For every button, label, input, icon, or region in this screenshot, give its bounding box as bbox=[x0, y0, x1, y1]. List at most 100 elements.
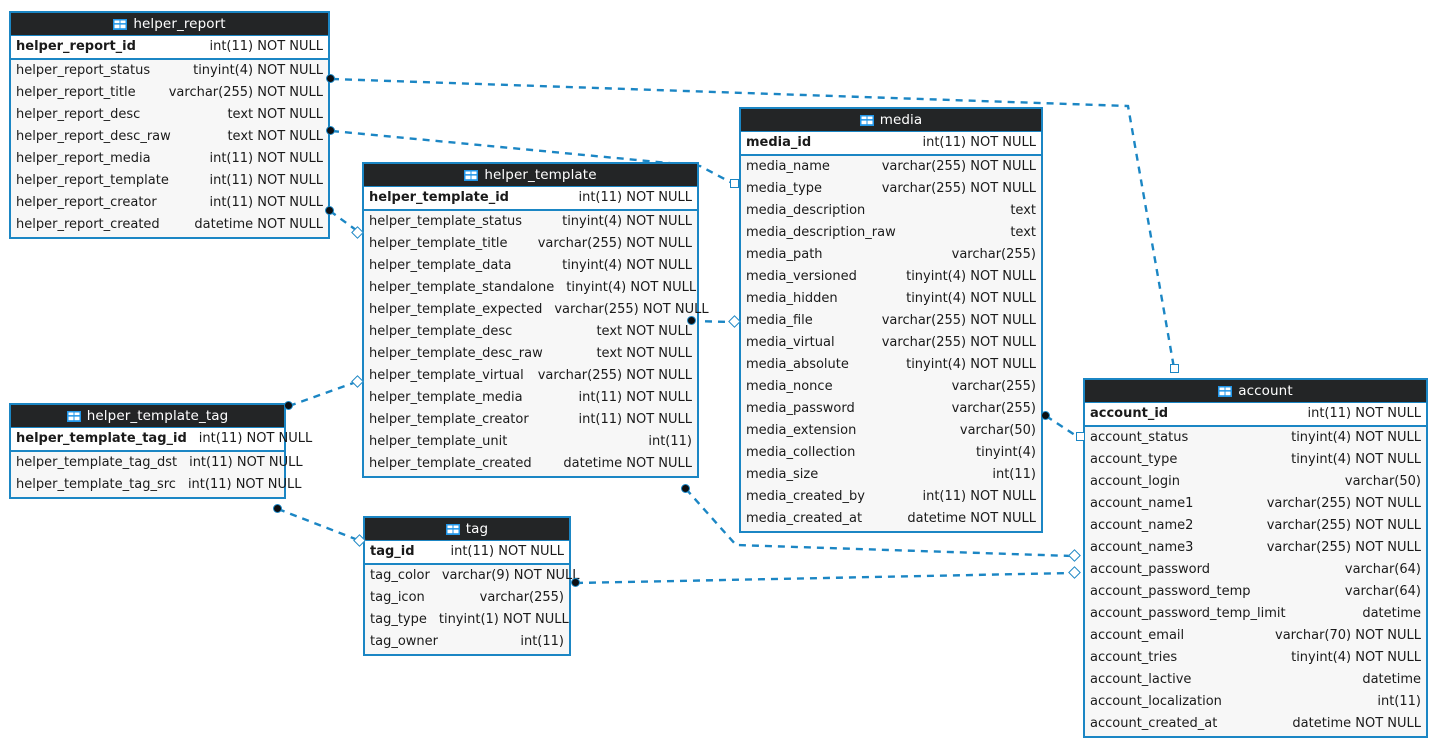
column-type: tinyint(4) NOT NULL bbox=[906, 269, 1036, 284]
column-type: tinyint(4) NOT NULL bbox=[566, 280, 697, 295]
column-name: account_created_at bbox=[1090, 716, 1218, 731]
rel-marker-dot-tpltag-bottom[interactable] bbox=[273, 504, 282, 513]
table-header-media[interactable]: media bbox=[741, 109, 1041, 131]
rel-marker-square-media-name[interactable] bbox=[730, 179, 739, 188]
table-header-helper_template_tag[interactable]: helper_template_tag bbox=[11, 405, 284, 427]
rel-marker-dot-template-expected[interactable] bbox=[687, 316, 696, 325]
column-name: helper_template_tag_id bbox=[16, 431, 187, 446]
column-type: varchar(64) bbox=[1344, 584, 1421, 599]
rel-marker-dot-report-creator[interactable] bbox=[325, 206, 334, 215]
table-header-helper_report[interactable]: helper_report bbox=[11, 13, 328, 35]
rel-marker-diamond-account-password[interactable] bbox=[1068, 566, 1081, 579]
rel-marker-diamond-account-name3[interactable] bbox=[1068, 549, 1081, 562]
table-header-account[interactable]: account bbox=[1085, 380, 1426, 402]
column-name: media_created_at bbox=[746, 511, 863, 526]
rel-marker-square-account-top[interactable] bbox=[1170, 364, 1179, 373]
rel-marker-dot-report-desc[interactable] bbox=[326, 126, 335, 135]
rel-marker-dot-report-status[interactable] bbox=[326, 74, 335, 83]
column-name: media_extension bbox=[746, 423, 857, 438]
table-header-helper_template[interactable]: helper_template bbox=[364, 164, 697, 186]
column-name: account_name2 bbox=[1090, 518, 1194, 533]
rel-marker-square-account-status[interactable] bbox=[1076, 432, 1085, 441]
column-type: int(11) bbox=[1377, 694, 1421, 709]
column-type: int(11) NOT NULL bbox=[922, 489, 1036, 504]
table-header-tag[interactable]: tag bbox=[365, 518, 569, 540]
rel-marker-dot-media-password[interactable] bbox=[1041, 411, 1050, 420]
rel-marker-dot-tag-color[interactable] bbox=[571, 578, 580, 587]
rel-marker-dot-template-creator[interactable] bbox=[681, 484, 690, 493]
column-type: varchar(255) NOT NULL bbox=[554, 302, 709, 317]
rel-marker-dot-tpltag-top[interactable] bbox=[284, 401, 293, 410]
